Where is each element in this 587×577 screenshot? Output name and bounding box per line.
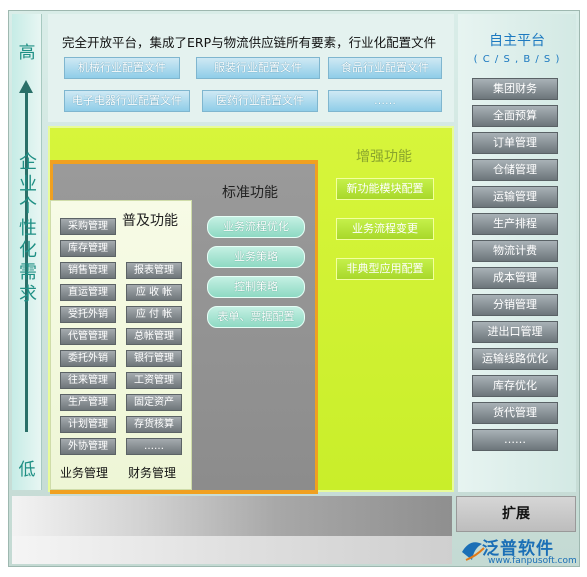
enhanced-process-change[interactable]: 业务流程变更 [336,218,434,240]
module-more[interactable]: …… [472,429,558,451]
basic-business-item[interactable]: 往来管理 [60,372,116,389]
axis-arrow-icon [19,80,33,93]
basic-business-item[interactable]: 库存管理 [60,240,116,257]
logo-url: www.fanpusoft.com [488,556,577,566]
basic-business-item[interactable]: 直运管理 [60,284,116,301]
enhanced-new-module-config[interactable]: 新功能模块配置 [336,178,434,200]
basic-finance-item[interactable]: 报表管理 [126,262,182,279]
basic-business-item[interactable]: 受托外销 [60,306,116,323]
bottom-lower-band [12,536,452,564]
module-route-optimization[interactable]: 运输线路优化 [472,348,558,370]
basic-business-item[interactable]: 采购管理 [60,218,116,235]
basic-finance-item[interactable]: …… [126,438,182,455]
basic-finance-item[interactable]: 应 付 帐 [126,306,182,323]
module-warehouse[interactable]: 仓储管理 [472,159,558,181]
module-import-export[interactable]: 进出口管理 [472,321,558,343]
module-transport[interactable]: 运输管理 [472,186,558,208]
axis-high-label: 高 [18,43,36,63]
basic-function-title: 普及功能 [122,213,178,229]
autonomous-platform-subtitle: ( C / S , B / S ) [473,54,561,65]
industry-config-food[interactable]: 食品行业配置文件 [328,57,442,79]
module-freight-forwarding[interactable]: 货代管理 [472,402,558,424]
basic-finance-item[interactable]: 工资管理 [126,372,182,389]
business-management-label: 业务管理 [60,466,109,480]
industry-config-more[interactable]: …… [328,90,442,112]
basic-business-item[interactable]: 外协管理 [60,438,116,455]
industry-config-machinery[interactable]: 机械行业配置文件 [64,57,180,79]
module-distribution[interactable]: 分销管理 [472,294,558,316]
standard-business-strategy[interactable]: 业务策略 [207,246,305,268]
module-logistics-billing[interactable]: 物流计费 [472,240,558,262]
basic-business-item[interactable]: 计划管理 [60,416,116,433]
basic-finance-item[interactable]: 银行管理 [126,350,182,367]
basic-business-item[interactable]: 代管管理 [60,328,116,345]
fanpusoft-logo-icon [462,542,485,561]
axis-low-label: 低 [18,460,36,480]
autonomous-platform-title: 自主平台 [489,33,545,49]
finance-management-label: 财务管理 [128,466,177,480]
basic-finance-item[interactable]: 应 收 帐 [126,284,182,301]
module-cost[interactable]: 成本管理 [472,267,558,289]
logo-name: 泛普软件 [482,539,554,559]
enhanced-function-title: 增强功能 [356,149,412,165]
basic-finance-item[interactable]: 存货核算 [126,416,182,433]
industry-config-apparel[interactable]: 服装行业配置文件 [196,57,320,79]
industry-config-pharma[interactable]: 医药行业配置文件 [202,90,318,112]
module-group-finance[interactable]: 集团财务 [472,78,558,100]
module-orders[interactable]: 订单管理 [472,132,558,154]
enhanced-atypical-config[interactable]: 非典型应用配置 [336,258,434,280]
axis-arrow-line [25,92,28,432]
module-inventory-optimization[interactable]: 库存优化 [472,375,558,397]
axis-title: 企业个性化需求 [16,152,37,306]
industry-config-electronics[interactable]: 电子电器行业配置文件 [64,90,190,112]
module-budget[interactable]: 全面预算 [472,105,558,127]
standard-forms-config[interactable]: 表单、票据配置 [207,306,305,328]
open-platform-title: 完全开放平台，集成了ERP与物流供应链所有要素，行业化配置文件 [62,35,437,50]
standard-control-strategy[interactable]: 控制策略 [207,276,305,298]
basic-finance-item[interactable]: 总帐管理 [126,328,182,345]
module-production-scheduling[interactable]: 生产排程 [472,213,558,235]
expand-label: 扩展 [456,496,576,532]
basic-business-item[interactable]: 委托外销 [60,350,116,367]
standard-process-optimization[interactable]: 业务流程优化 [207,216,305,238]
bottom-gradient-band [12,496,452,536]
basic-business-item[interactable]: 销售管理 [60,262,116,279]
basic-finance-item[interactable]: 固定资产 [126,394,182,411]
basic-business-item[interactable]: 生产管理 [60,394,116,411]
standard-function-title: 标准功能 [222,185,278,201]
